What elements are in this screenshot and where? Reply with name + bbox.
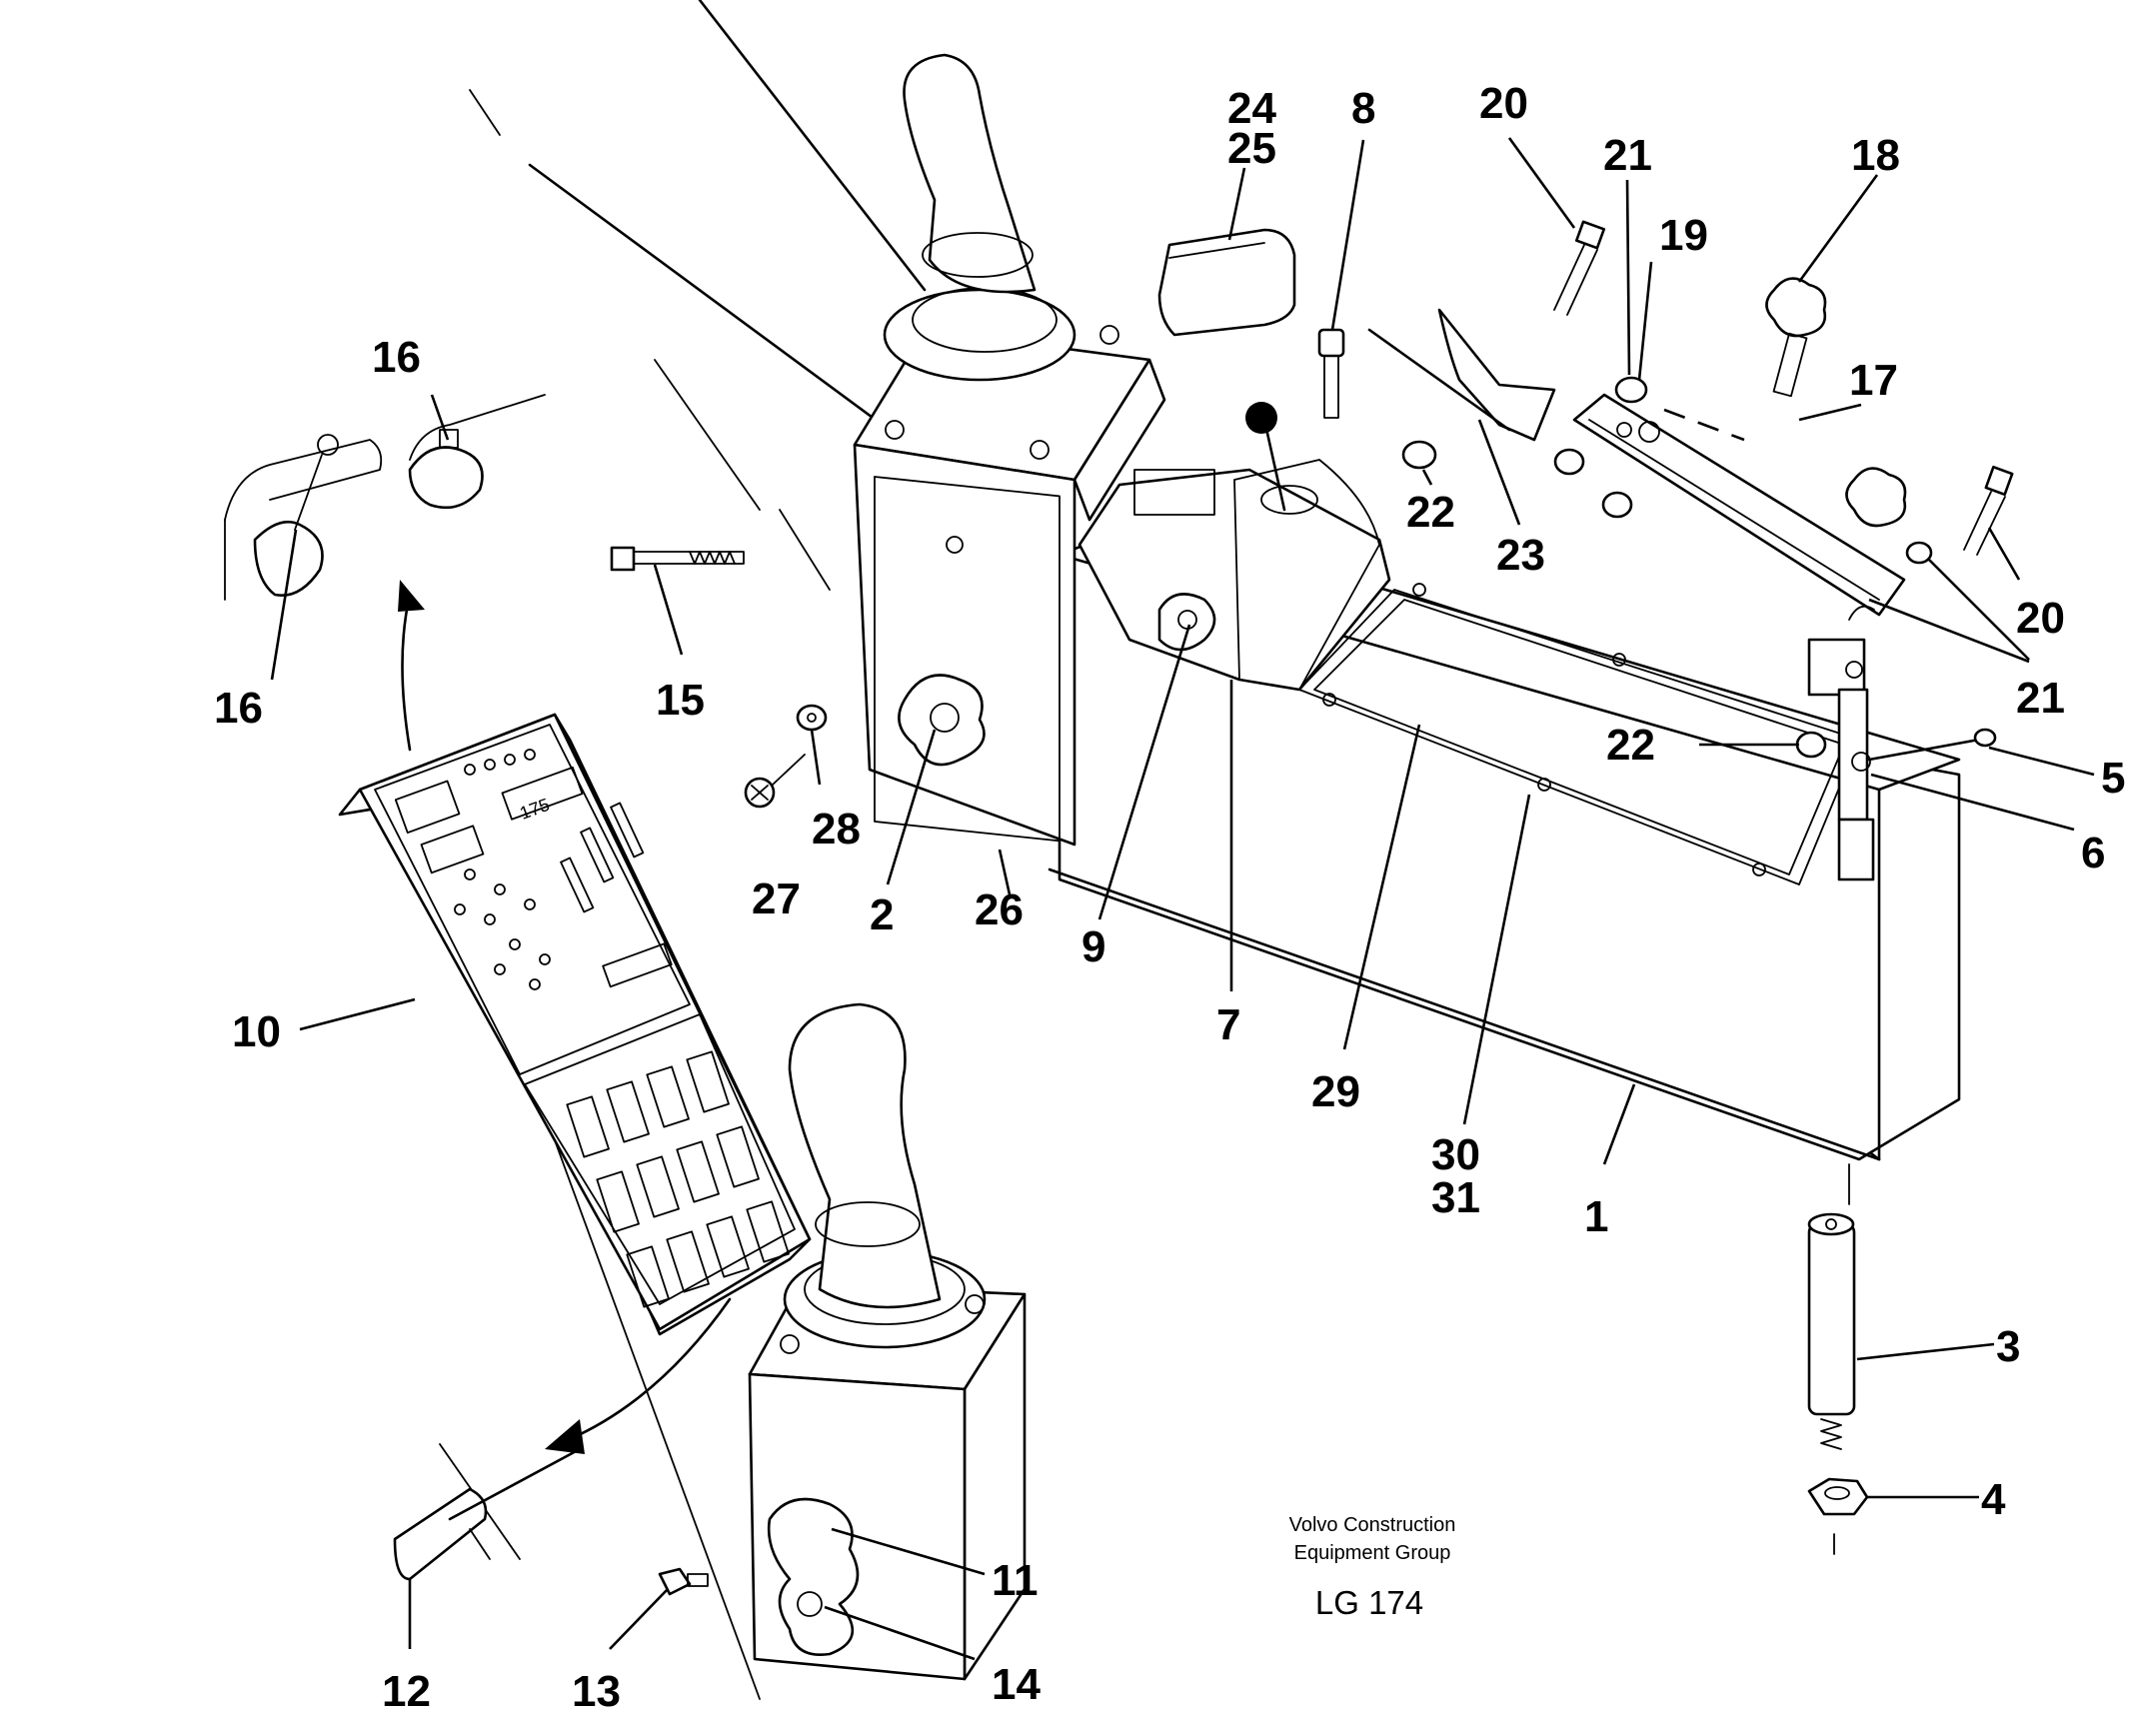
arrow-up-icon: [401, 593, 412, 752]
star-knob-17-icon: [1845, 467, 1907, 528]
arrow-down-icon: [568, 1297, 732, 1441]
callout-21-top: 21: [1603, 131, 1652, 180]
lever-knob-icon: [1245, 402, 1277, 434]
callout-20-right: 20: [2016, 594, 2065, 643]
callout-27: 27: [752, 874, 801, 923]
callout-9: 9: [1081, 922, 1105, 971]
bolt-15-icon: [610, 546, 745, 572]
nut-22-right-icon: [1795, 731, 1827, 759]
callout-19: 19: [1659, 211, 1708, 260]
callout-26: 26: [975, 885, 1024, 934]
caption-line-1: Volvo Construction: [1289, 1514, 1456, 1536]
spacer-3-icon: [1807, 1163, 1856, 1450]
bracket-17: [1553, 277, 1907, 617]
callout-17: 17: [1849, 356, 1898, 405]
callout-22-right: 22: [1606, 721, 1655, 770]
detail-16: [224, 394, 546, 601]
control-panel: 175: [338, 580, 812, 1454]
bolt-20-right-icon: [1905, 465, 2014, 565]
nut-4-icon: [1807, 1477, 1869, 1555]
screw-27-icon: [744, 754, 806, 809]
callout-12: 12: [382, 1667, 431, 1716]
panel-switch-grid: [566, 1050, 790, 1308]
callout-31: 31: [1431, 1173, 1480, 1222]
callout-16-bottom: 16: [214, 684, 263, 733]
callout-1: 1: [1584, 1192, 1608, 1241]
callout-7: 7: [1216, 1000, 1240, 1049]
nut-21-icon: [1614, 376, 1648, 404]
panel-indicator-icons: [454, 749, 673, 990]
callout-5: 5: [2101, 754, 2125, 803]
latch: [1795, 605, 1997, 881]
callout-22-left: 22: [1406, 488, 1455, 537]
callout-29: 29: [1311, 1067, 1360, 1116]
callout-3: 3: [1996, 1322, 2020, 1371]
callout-numbers: 24 25 8 20 21 18 19 17 16 16 15 22 23 20…: [214, 79, 2125, 1716]
rear-joystick: [853, 53, 1166, 847]
callout-13: 13: [572, 1667, 621, 1716]
callout-16-top: 16: [372, 333, 421, 382]
callout-21-right: 21: [2016, 674, 2065, 723]
drawing-code: LG 174: [1315, 1584, 1423, 1621]
armrest: [1157, 228, 1556, 442]
callout-18: 18: [1851, 131, 1900, 180]
bolt-20-top-icon: [1553, 220, 1606, 316]
nut-22-icon: [1401, 440, 1437, 470]
callout-4: 4: [1981, 1475, 2006, 1524]
washer-28-icon: [796, 704, 828, 732]
screw-13-icon: [658, 1567, 709, 1596]
caption-line-2: Equipment Group: [1294, 1542, 1451, 1564]
caption: Volvo Construction Equipment Group LG 17…: [1289, 1514, 1456, 1621]
callout-30: 30: [1431, 1130, 1480, 1179]
front-joystick: [658, 1002, 1027, 1681]
callout-6: 6: [2081, 829, 2105, 877]
callout-10: 10: [232, 1007, 281, 1056]
callout-28: 28: [812, 805, 861, 854]
star-knob-18-icon: [1765, 277, 1827, 338]
console-housing: [1048, 402, 1961, 1161]
callout-2: 2: [870, 890, 894, 939]
selector-housing: [1077, 468, 1391, 692]
star-knob-2-icon: [898, 674, 986, 767]
knob-11-icon: [767, 1497, 860, 1657]
callout-8: 8: [1351, 84, 1375, 133]
callout-24: 24: [1227, 84, 1276, 133]
callout-15: 15: [656, 676, 705, 725]
callout-11: 11: [992, 1556, 1039, 1605]
callout-14: 14: [992, 1660, 1041, 1709]
leader-lines: [270, 137, 2095, 1661]
callout-23: 23: [1496, 531, 1545, 580]
bolt-8-icon: [1317, 328, 1345, 419]
callout-20-top: 20: [1479, 79, 1528, 128]
callout-25: 25: [1227, 124, 1276, 173]
detail-12: [393, 1443, 582, 1581]
